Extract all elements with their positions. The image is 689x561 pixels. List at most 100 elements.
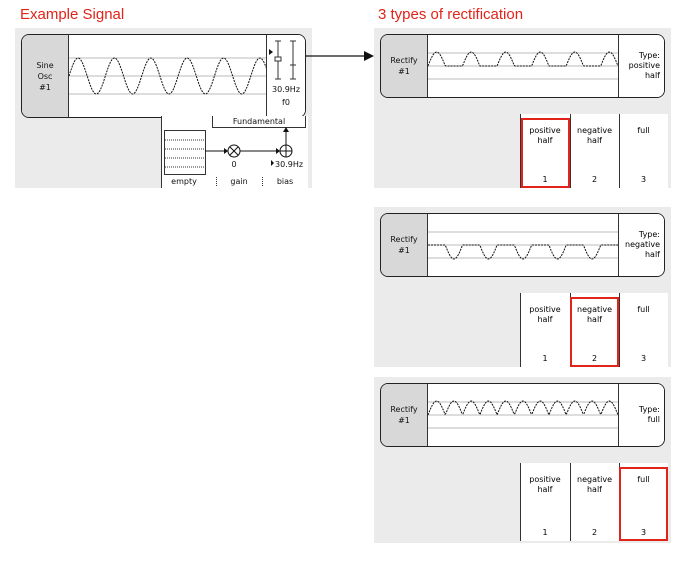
rectify-type-line: Type: — [638, 230, 660, 239]
sine-osc-panel: Sine Osc #1 30.9Hz f0 — [15, 28, 312, 188]
rectify-option-number: 2 — [591, 354, 598, 363]
rectified-waveform — [428, 231, 618, 260]
rectify-module[interactable]: Rectify #1 Type:full — [380, 383, 665, 447]
freq-name: f0 — [282, 98, 290, 107]
rectify-option-label-line: half — [537, 485, 553, 494]
sine-osc-label-line: Sine — [36, 60, 54, 70]
rectify-option-number: 2 — [591, 528, 598, 537]
freq-control[interactable]: 30.9Hz f0 — [266, 35, 305, 117]
rectify-option-number: 2 — [591, 175, 598, 184]
empty-slot-lines — [165, 139, 205, 168]
rectify-label: Rectify #1 — [381, 214, 428, 276]
rectified-waveform — [428, 400, 618, 429]
rectify-label: Rectify #1 — [381, 35, 428, 97]
signal-flow — [205, 127, 293, 166]
rectify-option-label-line: half — [537, 136, 553, 145]
rectify-option-label-line: positive — [529, 305, 561, 314]
rectify-option-label-line: negative — [577, 305, 612, 314]
rectify-option-label-line: half — [586, 485, 602, 494]
rectify-option[interactable]: full 3 — [619, 114, 667, 188]
bias-slot-label: bias — [262, 177, 307, 186]
rectify-option-label: full — [620, 126, 667, 136]
rectify-option-label-line: full — [637, 475, 650, 484]
rectified-curve — [428, 51, 618, 67]
arrow-right-icon — [306, 51, 374, 61]
empty-slot-label: empty — [171, 177, 197, 186]
rectify-label-line: Rectify — [390, 405, 418, 414]
rectify-option[interactable]: full 3 — [619, 293, 667, 367]
sine-osc-module[interactable]: Sine Osc #1 30.9Hz f0 — [21, 34, 306, 118]
rectify-type-line: half — [644, 250, 660, 259]
fundamental-label: Fundamental — [212, 116, 306, 128]
rectify-type-line: negative — [625, 240, 660, 249]
rectified-curve — [428, 244, 618, 260]
rectify-label-line: #1 — [398, 246, 410, 255]
rectify-label-line: Rectify — [390, 235, 418, 244]
fundamental-patch: Fundamental 0 30.9Hz empty — [161, 116, 308, 188]
sine-osc-label-line: #1 — [39, 82, 51, 92]
rectify-type-display: Type:full — [618, 384, 664, 446]
rectify-label: Rectify #1 — [381, 384, 428, 446]
rectify-option-number: 1 — [542, 175, 548, 184]
rectify-type-line: Type: — [638, 51, 660, 60]
freq-slider-icon[interactable] — [267, 35, 305, 95]
rectify-option-label: full — [620, 305, 667, 315]
selected-option-highlight — [521, 118, 570, 188]
rectify-option-number: 1 — [542, 354, 548, 363]
gain-slot-label: gain — [216, 177, 261, 186]
rectification-heading: 3 types of rectification — [378, 6, 524, 23]
rectify-label-line: Rectify — [390, 56, 418, 65]
sine-curve — [69, 57, 269, 95]
rectify-type-line: positive — [628, 61, 660, 70]
rectify-option-number: 3 — [640, 175, 647, 184]
selected-option-highlight — [570, 297, 619, 367]
rectify-type-line: full — [647, 415, 660, 424]
freq-value: 30.9Hz — [271, 85, 301, 94]
example-signal-heading: Example Signal — [20, 6, 125, 23]
selected-option-highlight — [619, 467, 668, 541]
rectify-option-label: full — [620, 475, 667, 485]
rectify-option-label-line: full — [637, 126, 650, 135]
rectify-option-label-line: positive — [529, 475, 561, 484]
rectify-option-label-line: full — [637, 305, 650, 314]
rectified-curve — [428, 400, 618, 417]
rectify-option-label-line: half — [586, 315, 602, 324]
rectify-option-label-line: negative — [577, 475, 612, 484]
rectify-option-number: 3 — [640, 354, 647, 363]
rectify-option-label-line: negative — [577, 126, 612, 135]
rectify-option-number: 3 — [640, 528, 647, 537]
rectify-type-line: Type: — [638, 405, 660, 414]
rectify-label-line: #1 — [398, 416, 410, 425]
rectify-option-label-line: half — [586, 136, 602, 145]
sine-osc-label: Sine Osc #1 — [22, 35, 69, 117]
rectify-option-number: 1 — [542, 528, 548, 537]
empty-slot[interactable] — [164, 130, 206, 175]
rectify-option-label-line: half — [537, 315, 553, 324]
rectify-type-line: half — [644, 71, 660, 80]
bias-value: 30.9Hz — [275, 160, 304, 169]
sine-waveform — [69, 57, 269, 95]
gain-value: 0 — [231, 160, 237, 169]
rectify-label-line: #1 — [398, 67, 410, 76]
